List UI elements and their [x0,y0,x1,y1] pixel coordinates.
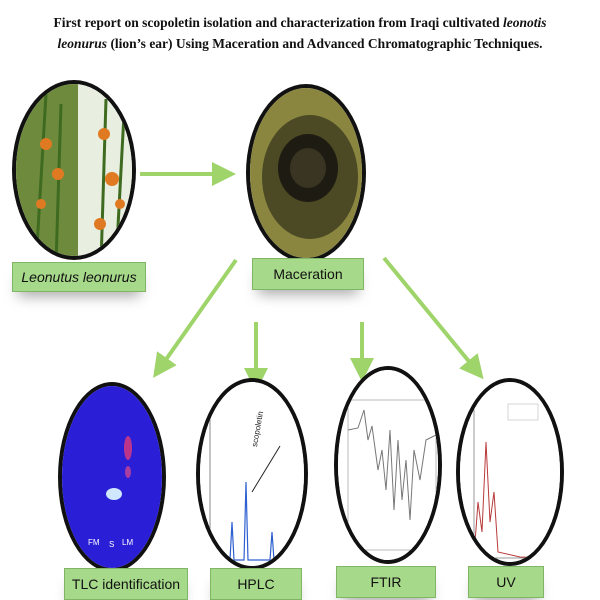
title-line1-italic: leonotis [502,15,547,30]
tlc-plate-circle [58,382,166,572]
plant-label: Leonutus leonurus [12,262,146,292]
tlc-plate-image [62,386,162,568]
uv-label: UV [468,566,544,598]
maceration-photo-circle [246,84,366,262]
arrow-to-tlc [153,258,238,378]
hplc-label: HPLC [210,568,302,600]
title-line2-italic: leonurus [57,36,108,51]
tlc-spot-label-s: S [109,540,115,549]
uv-spectrum-image [460,382,560,562]
uv-spectrum-circle [456,378,564,566]
maceration-label: Maceration [252,258,364,290]
tlc-spot-label-lm: LM [122,538,134,547]
hplc-chromatogram-circle [196,378,308,570]
title-line2-text: (lion’s ear) Using Maceration and Advanc… [107,36,543,51]
title-line1-text: First report on scopoletin isolation and… [53,15,503,30]
ftir-label: FTIR [336,566,436,598]
figure-title: First report on scopoletin isolation and… [20,12,580,54]
tlc-spot-label-fm: FM [88,538,100,547]
hplc-chromatogram-image [200,382,304,566]
ftir-spectrum-circle [334,366,442,564]
ftir-spectrum-image [338,370,438,560]
arrow-to-uv [382,256,484,380]
maceration-photo-image [250,88,362,258]
tlc-label: TLC identification [64,568,188,600]
plant-photo-circle [12,80,136,260]
